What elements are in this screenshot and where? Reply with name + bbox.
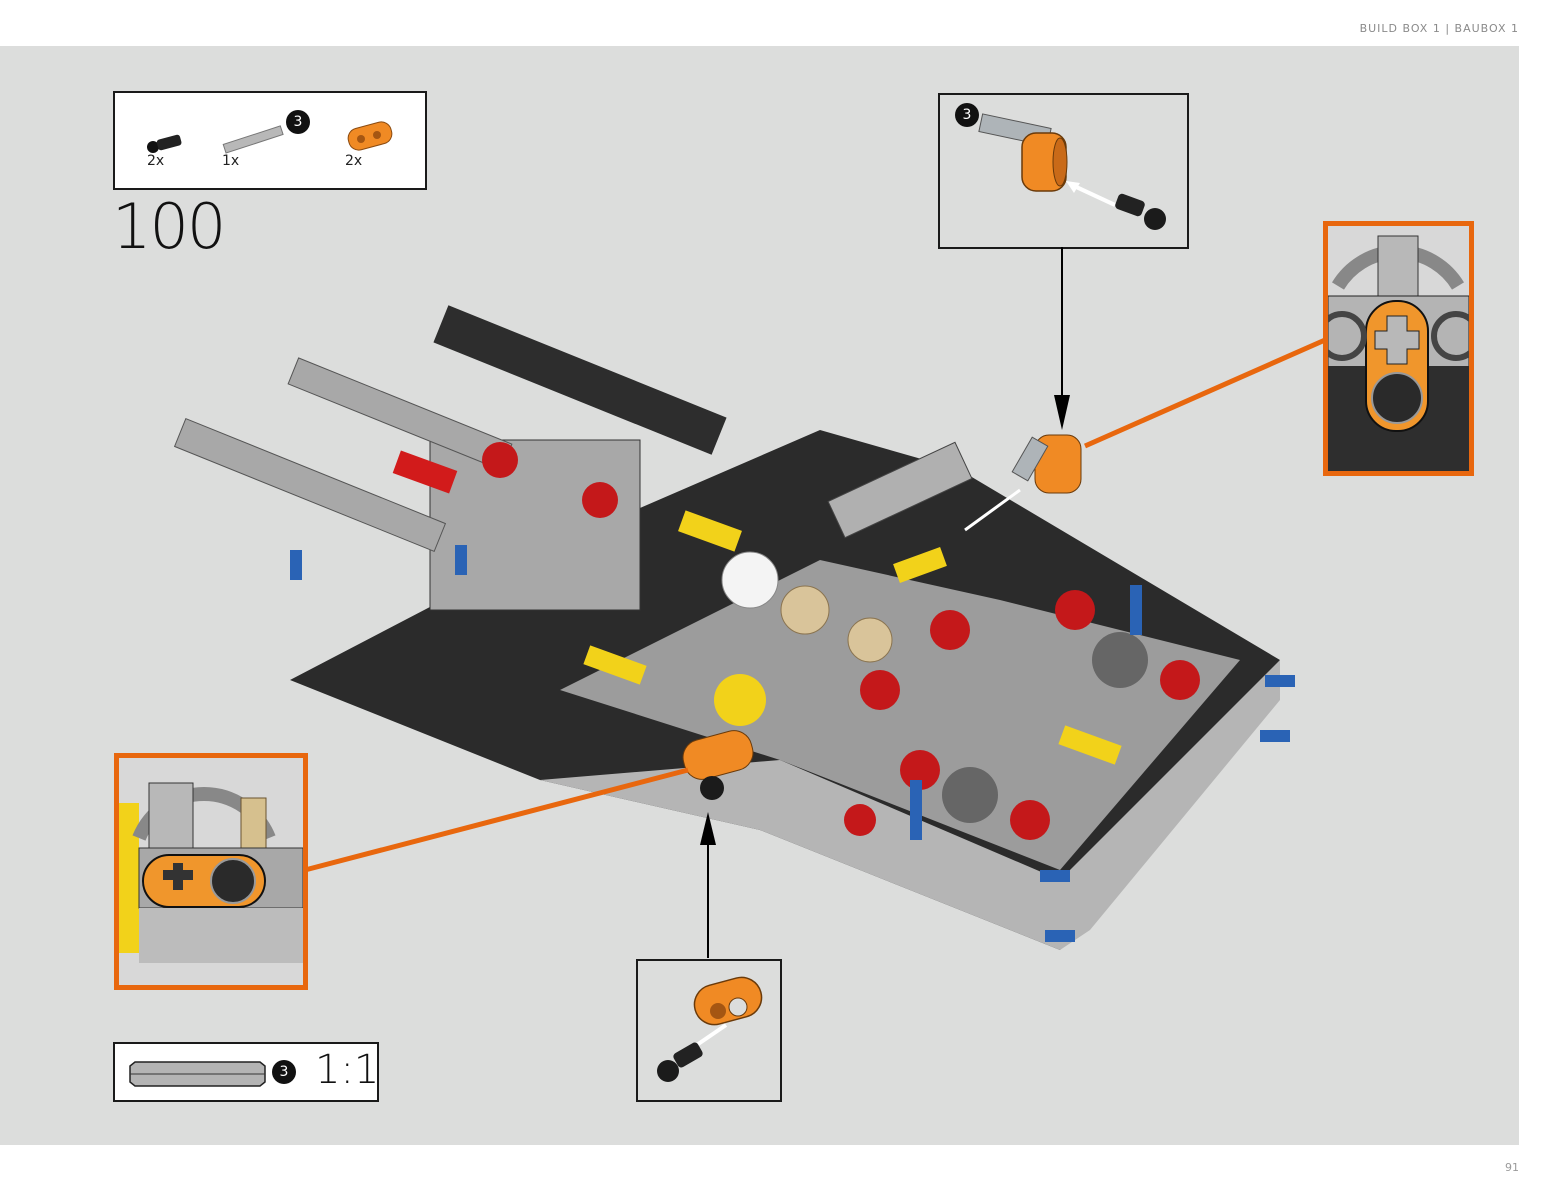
- part-qty: 1x: [222, 153, 240, 169]
- parts-illustrations: [147, 121, 393, 154]
- subassembly-bottom-illustration: [657, 976, 763, 1082]
- zoom-callout-right: [1323, 221, 1474, 476]
- friction-pin-icon: [657, 1042, 703, 1082]
- part-qty: 2x: [345, 153, 363, 169]
- build-box-header: BUILD BOX 1 | BAUBOX 1: [1359, 22, 1519, 35]
- orange-connector-icon: [347, 121, 393, 151]
- friction-pin-icon: [147, 134, 182, 153]
- zoom-callout-left: [114, 753, 308, 990]
- subassembly-top-illustration: [978, 113, 1166, 230]
- page-number: 91: [1505, 1161, 1519, 1174]
- axle-length-badge: 3: [955, 103, 979, 127]
- subassembly-callout-bottom: [636, 959, 782, 1102]
- axle-length-badge: 3: [286, 110, 310, 134]
- axle-length-badge: 3: [272, 1060, 296, 1084]
- step-number: 100: [112, 190, 226, 263]
- orange-connector-icon: [693, 976, 763, 1026]
- zoom-left-illustration: [119, 758, 303, 985]
- zoom-right-illustration: [1328, 226, 1469, 471]
- scale-reference-box: 3 1:1: [113, 1042, 379, 1102]
- axle-3-scale-icon: [129, 1061, 266, 1087]
- axle-3-icon: [222, 125, 284, 154]
- arrow-icon: [1066, 181, 1116, 207]
- axle-scale-illustration: [129, 1061, 266, 1087]
- parts-list-box: 2x 1x 3 2x: [113, 91, 427, 190]
- scale-ratio: 1:1: [315, 1047, 380, 1093]
- friction-pin-icon: [1115, 193, 1166, 230]
- subassembly-callout-top: 3: [938, 93, 1189, 249]
- orange-connector-icon: [1021, 132, 1068, 192]
- part-qty: 2x: [147, 153, 165, 169]
